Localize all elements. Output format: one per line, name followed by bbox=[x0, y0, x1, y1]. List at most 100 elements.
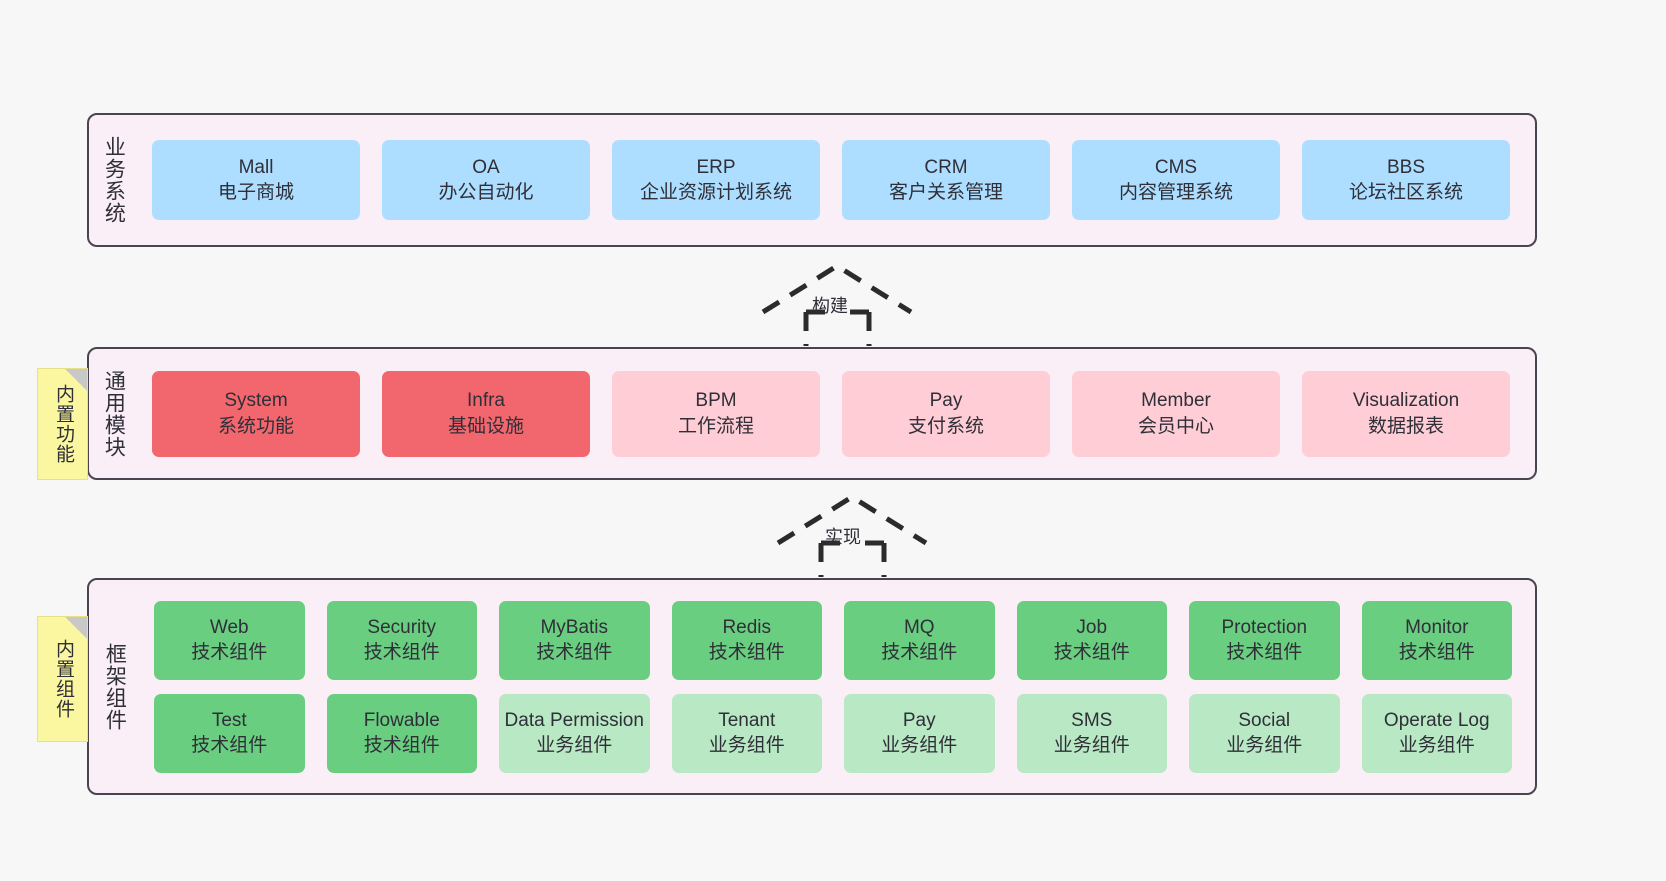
node-tenant[interactable]: Tenant 业务组件 bbox=[671, 693, 822, 773]
node-subtitle: 会员中心 bbox=[1137, 415, 1214, 437]
node-title: Mall bbox=[238, 156, 274, 178]
node-title: MyBatis bbox=[540, 616, 609, 638]
node-title: Data Permission bbox=[504, 709, 644, 731]
node-title: Member bbox=[1141, 390, 1211, 412]
frame-row-biz: Test 技术组件 Flowable 技术组件 Data Permission … bbox=[143, 693, 1523, 773]
frame-row-tech: Web 技术组件 Security 技术组件 MyBatis 技术组件 Redi… bbox=[143, 600, 1523, 680]
node-title: CMS bbox=[1154, 156, 1198, 178]
node-title: Visualization bbox=[1352, 390, 1460, 412]
node-flowable[interactable]: Flowable 技术组件 bbox=[326, 693, 477, 773]
note-fold-corner-icon bbox=[65, 617, 87, 639]
node-web[interactable]: Web 技术组件 bbox=[154, 600, 305, 680]
node-subtitle: 业务组件 bbox=[1053, 735, 1130, 756]
layer-business-boxes: Mall 电子商城 OA 办公自动化 ERP 企业资源计划系统 CRM 客户关系… bbox=[137, 115, 1535, 245]
node-pay-component[interactable]: Pay 业务组件 bbox=[844, 693, 995, 773]
node-subtitle: 技术组件 bbox=[536, 642, 613, 663]
node-title: BBS bbox=[1386, 156, 1426, 178]
node-crm[interactable]: CRM 客户关系管理 bbox=[842, 140, 1050, 220]
node-title: Test bbox=[211, 709, 247, 731]
node-title: Pay bbox=[902, 709, 936, 731]
node-title: OA bbox=[472, 156, 500, 178]
layer-module-boxes: System 系统功能 Infra 基础设施 BPM 工作流程 Pay 支付系统… bbox=[137, 349, 1535, 478]
node-data-permission[interactable]: Data Permission 业务组件 bbox=[499, 693, 650, 773]
node-subtitle: 技术组件 bbox=[1053, 642, 1130, 663]
layer-label-module: 通用模块 bbox=[102, 369, 126, 458]
node-subtitle: 数据报表 bbox=[1367, 415, 1444, 437]
node-subtitle: 电子商城 bbox=[217, 182, 294, 203]
node-subtitle: 业务组件 bbox=[536, 735, 613, 756]
node-visualization[interactable]: Visualization 数据报表 bbox=[1302, 370, 1510, 457]
node-subtitle: 技术组件 bbox=[708, 642, 785, 663]
layer-label-frame: 框架组件 bbox=[103, 642, 127, 731]
node-title: Infra bbox=[466, 390, 506, 412]
node-bbs[interactable]: BBS 论坛社区系统 bbox=[1302, 140, 1510, 220]
node-title: BPM bbox=[695, 390, 737, 412]
layer-label-business: 业务系统 bbox=[102, 136, 126, 224]
node-title: ERP bbox=[696, 156, 736, 178]
node-subtitle: 系统功能 bbox=[217, 415, 294, 437]
node-subtitle: 客户关系管理 bbox=[888, 182, 1003, 203]
node-mq[interactable]: MQ 技术组件 bbox=[844, 600, 995, 680]
node-subtitle: 技术组件 bbox=[1398, 642, 1475, 663]
node-subtitle: 办公自动化 bbox=[438, 182, 534, 203]
node-protection[interactable]: Protection 技术组件 bbox=[1189, 600, 1340, 680]
node-title: Tenant bbox=[718, 709, 776, 731]
node-subtitle: 技术组件 bbox=[191, 735, 268, 756]
node-title: Web bbox=[209, 616, 249, 638]
node-system[interactable]: System 系统功能 bbox=[152, 370, 360, 457]
connector-build-label: 构建 bbox=[812, 296, 848, 316]
node-test[interactable]: Test 技术组件 bbox=[154, 693, 305, 773]
node-subtitle: 业务组件 bbox=[1226, 735, 1303, 756]
node-title: CRM bbox=[924, 156, 968, 178]
node-title: Social bbox=[1238, 709, 1291, 731]
note-label: 内置功能 bbox=[52, 384, 74, 464]
node-social[interactable]: Social 业务组件 bbox=[1189, 693, 1340, 773]
note-fold-corner-icon bbox=[65, 369, 87, 391]
layer-frame-boxes: Web 技术组件 Security 技术组件 MyBatis 技术组件 Redi… bbox=[139, 580, 1535, 793]
node-oa[interactable]: OA 办公自动化 bbox=[382, 140, 590, 220]
node-title: MQ bbox=[903, 616, 935, 638]
node-subtitle: 技术组件 bbox=[363, 735, 440, 756]
node-monitor[interactable]: Monitor 技术组件 bbox=[1361, 600, 1512, 680]
node-subtitle: 技术组件 bbox=[1226, 642, 1303, 663]
node-subtitle: 工作流程 bbox=[677, 415, 754, 437]
node-title: Redis bbox=[722, 616, 772, 638]
node-job[interactable]: Job 技术组件 bbox=[1016, 600, 1167, 680]
layer-business-system: 业务系统 Mall 电子商城 OA 办公自动化 ERP 企业资源计划系统 CRM… bbox=[87, 113, 1537, 247]
connector-implement-arrow-icon bbox=[760, 489, 945, 577]
note-builtin-component: 内置组件 bbox=[37, 616, 88, 742]
node-erp[interactable]: ERP 企业资源计划系统 bbox=[612, 140, 820, 220]
node-redis[interactable]: Redis 技术组件 bbox=[671, 600, 822, 680]
node-subtitle: 技术组件 bbox=[363, 642, 440, 663]
node-title: Flowable bbox=[363, 709, 440, 731]
node-mall[interactable]: Mall 电子商城 bbox=[152, 140, 360, 220]
layer-framework-component: 框架组件 Web 技术组件 Security 技术组件 MyBatis 技术组件… bbox=[87, 578, 1537, 795]
node-sms[interactable]: SMS 业务组件 bbox=[1016, 693, 1167, 773]
node-subtitle: 内容管理系统 bbox=[1118, 182, 1233, 203]
node-cms[interactable]: CMS 内容管理系统 bbox=[1072, 140, 1280, 220]
connector-implement-label: 实现 bbox=[825, 527, 861, 547]
node-security[interactable]: Security 技术组件 bbox=[326, 600, 477, 680]
node-title: SMS bbox=[1071, 709, 1113, 731]
node-title: Operate Log bbox=[1383, 709, 1490, 731]
node-subtitle: 基础设施 bbox=[447, 415, 524, 437]
node-subtitle: 业务组件 bbox=[708, 735, 785, 756]
node-title: Protection bbox=[1221, 616, 1308, 638]
node-title: System bbox=[224, 390, 288, 412]
node-pay[interactable]: Pay 支付系统 bbox=[842, 370, 1050, 457]
node-subtitle: 技术组件 bbox=[191, 642, 268, 663]
node-operate-log[interactable]: Operate Log 业务组件 bbox=[1361, 693, 1512, 773]
node-title: Monitor bbox=[1405, 616, 1469, 638]
node-subtitle: 技术组件 bbox=[881, 642, 958, 663]
node-subtitle: 支付系统 bbox=[907, 415, 984, 437]
node-bpm[interactable]: BPM 工作流程 bbox=[612, 370, 820, 457]
node-mybatis[interactable]: MyBatis 技术组件 bbox=[499, 600, 650, 680]
node-subtitle: 业务组件 bbox=[1398, 735, 1475, 756]
node-member[interactable]: Member 会员中心 bbox=[1072, 370, 1280, 457]
note-label: 内置组件 bbox=[52, 639, 74, 719]
node-title: Job bbox=[1076, 616, 1108, 638]
node-title: Pay bbox=[929, 390, 963, 412]
connector-build-arrow-icon bbox=[745, 258, 930, 346]
node-infra[interactable]: Infra 基础设施 bbox=[382, 370, 590, 457]
